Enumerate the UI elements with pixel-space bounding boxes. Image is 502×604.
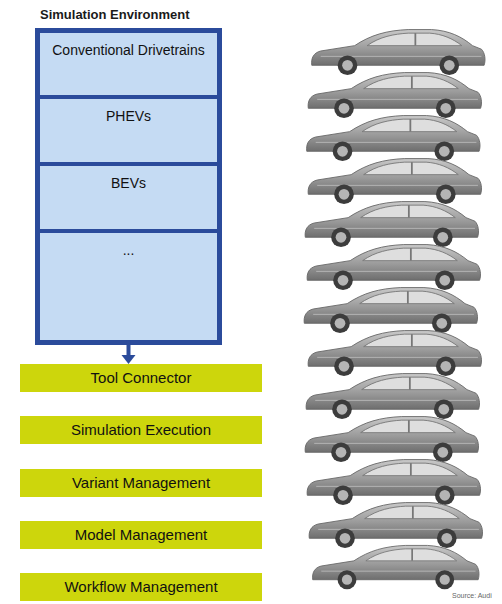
car [308, 73, 481, 119]
car [313, 545, 479, 589]
car [307, 460, 480, 506]
car [308, 331, 481, 377]
function-box: Model Management [20, 521, 262, 549]
car [312, 30, 485, 76]
node-text: PHEVs [46, 108, 211, 125]
function-box: Variant Management [20, 469, 262, 497]
node-text: ... [46, 242, 211, 259]
drivetrain-cell: Conventional Drivetrains [40, 33, 217, 95]
node-text: BEVs [46, 175, 211, 192]
node-text: Tool Connector [91, 369, 192, 387]
car [306, 374, 479, 420]
node-text: Workflow Management [64, 578, 217, 596]
car [308, 159, 481, 205]
node-text: Variant Management [72, 474, 210, 492]
node-text: Simulation Execution [71, 421, 211, 439]
car [307, 116, 480, 162]
car [305, 202, 478, 248]
source-note: Source: Audi [452, 592, 492, 599]
flow-arrow [122, 340, 136, 364]
function-box: Tool Connector [20, 364, 262, 392]
diagram-title: Simulation Environment [40, 7, 190, 22]
car [305, 417, 478, 463]
car [304, 288, 477, 334]
node-text: Model Management [75, 526, 208, 544]
car [307, 245, 480, 291]
car [309, 503, 482, 549]
drivetrain-cell: PHEVs [40, 99, 217, 162]
drivetrain-cell: ... [40, 233, 217, 340]
node-text: Conventional Drivetrains [46, 42, 211, 59]
drivetrain-cell: BEVs [40, 166, 217, 229]
function-box: Simulation Execution [20, 416, 262, 444]
function-box: Workflow Management [20, 573, 262, 601]
